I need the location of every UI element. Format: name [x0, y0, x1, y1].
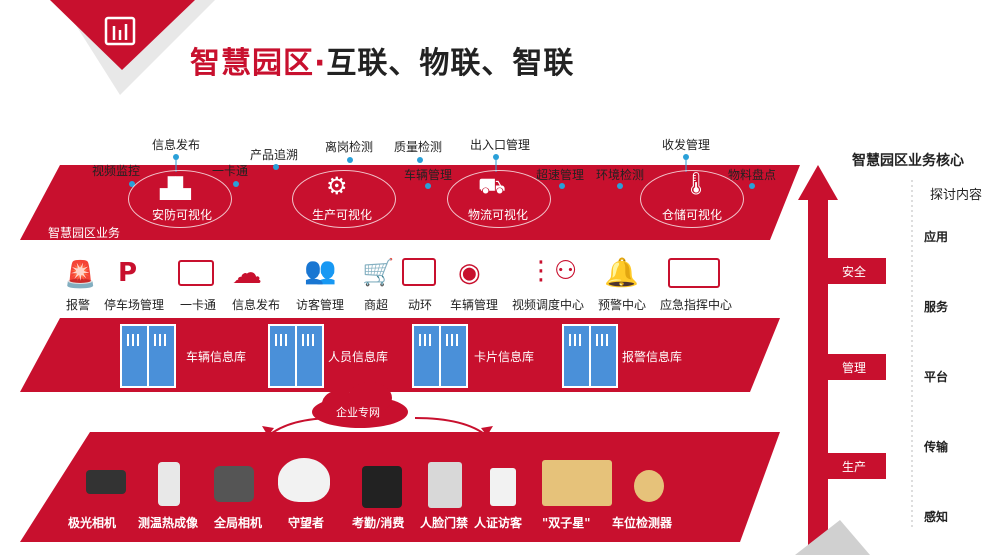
app-label: 收发管理	[662, 138, 711, 152]
alarm-light-icon: 🚨	[64, 260, 97, 290]
monitor-chart-icon	[402, 258, 436, 286]
multi-lens-camera-icon	[278, 458, 330, 502]
cluster-label: 安防可视化	[152, 208, 213, 222]
device-label: 人脸门禁	[420, 516, 469, 530]
arrow-tag-management: 管理	[822, 354, 886, 380]
factory-icon: ▟▙	[160, 176, 191, 200]
truck-icon: ⛟	[478, 174, 506, 199]
database-label: 人员信息库	[328, 350, 389, 364]
app-label: 信息发布	[152, 138, 201, 152]
device-label: 人证访客	[474, 516, 523, 530]
biz-label: 报警	[66, 298, 91, 312]
device-label: "双子星"	[542, 516, 591, 530]
biz-label: 访客管理	[296, 298, 345, 312]
app-label: 超速管理	[536, 168, 585, 182]
biz-label: 车辆管理	[450, 298, 499, 312]
side-item: 平台	[924, 370, 949, 384]
video-dispatch-icon: ⋮⚇	[528, 256, 578, 286]
device-label: 极光相机	[68, 516, 117, 530]
app-connectors	[129, 154, 755, 189]
shopping-cart-icon: 🛒	[362, 258, 395, 288]
side-panel-title: 智慧园区业务核心	[852, 153, 964, 169]
app-label: 物料盘点	[728, 168, 777, 182]
biz-label: 停车场管理	[104, 298, 165, 312]
bullet-camera-icon	[86, 470, 126, 494]
network-link-right	[414, 417, 488, 437]
cloud-icon	[312, 382, 408, 428]
ptz-camera-icon	[214, 466, 254, 502]
visitor-terminal-icon	[490, 468, 516, 506]
biz-label: 动环	[408, 298, 433, 312]
gears-icon: ⚙	[326, 172, 348, 200]
parking-detector-icon	[634, 470, 664, 502]
database-icon	[268, 324, 324, 388]
app-label: 质量检测	[394, 140, 443, 154]
device-label: 守望者	[288, 516, 325, 530]
side-item: 传输	[924, 440, 949, 454]
cluster-ring-logistics	[447, 170, 551, 228]
cluster-ring-warehouse	[640, 170, 744, 228]
cloud-upload-icon: ☁	[232, 256, 262, 291]
arrow-tag-production: 生产	[822, 453, 886, 479]
app-label: 车辆管理	[404, 168, 453, 182]
cluster-label: 生产可视化	[312, 208, 373, 222]
side-item: 感知	[924, 510, 949, 524]
device-label: 全局相机	[214, 516, 263, 530]
database-icon	[120, 324, 176, 388]
gemini-lock-icon	[542, 460, 612, 506]
network-arrow-right	[481, 426, 493, 436]
chart-icon	[104, 16, 136, 46]
device-label: 车位检测器	[612, 516, 673, 530]
page-title-text: 互联、物联、智联	[326, 46, 575, 81]
network-arrow-left	[262, 426, 274, 436]
database-icon	[412, 324, 468, 388]
face-gate-icon	[428, 462, 462, 508]
cluster-label: 仓储可视化	[662, 208, 723, 222]
database-label: 卡片信息库	[474, 350, 535, 364]
app-label: 环境检测	[596, 168, 645, 182]
visitor-icon: 👥	[304, 256, 337, 286]
side-footer-shape	[795, 520, 870, 555]
app-layer-name: 智慧园区业务	[48, 226, 121, 240]
biz-label: 视频调度中心	[512, 298, 585, 312]
parking-icon: P	[118, 258, 138, 288]
app-label: 产品追溯	[250, 148, 299, 162]
arrow-tag-security: 安全	[822, 258, 886, 284]
app-label: 出入口管理	[470, 138, 531, 152]
device-label: 考勤/消费	[352, 516, 405, 530]
side-panel-subtitle: 探讨内容	[930, 188, 983, 203]
app-label: 离岗检测	[325, 140, 374, 154]
app-label: 一卡通	[212, 164, 249, 178]
side-item: 服务	[924, 300, 949, 314]
page-title-highlight: 智慧园区·	[190, 46, 327, 81]
page-title: 智慧园区·互联、物联、智联	[190, 38, 574, 82]
thermal-camera-icon	[158, 462, 180, 506]
biz-label: 一卡通	[180, 298, 217, 312]
biz-label: 信息发布	[232, 298, 281, 312]
database-icon	[562, 324, 618, 388]
cluster-ring-production	[292, 170, 396, 228]
biz-label: 应急指挥中心	[660, 298, 733, 312]
biz-label: 商超	[364, 298, 389, 312]
thermometer-icon: 🌡	[682, 172, 710, 197]
cluster-ring-security	[128, 170, 232, 228]
cluster-label: 物流可视化	[468, 208, 529, 222]
biz-label: 预警中心	[598, 298, 647, 312]
side-item: 应用	[924, 230, 949, 244]
database-label: 车辆信息库	[186, 350, 247, 364]
signal-icon: ◉	[458, 258, 481, 288]
bell-icon: 🔔	[604, 256, 639, 289]
network-label: 企业专网	[336, 406, 380, 419]
map-icon	[668, 258, 720, 288]
database-label: 报警信息库	[622, 350, 683, 364]
app-label: 视频监控	[92, 164, 141, 178]
attendance-terminal-icon	[362, 466, 402, 508]
card-icon	[178, 260, 214, 286]
header-badge	[50, 0, 195, 70]
device-label: 测温热成像	[138, 516, 199, 530]
